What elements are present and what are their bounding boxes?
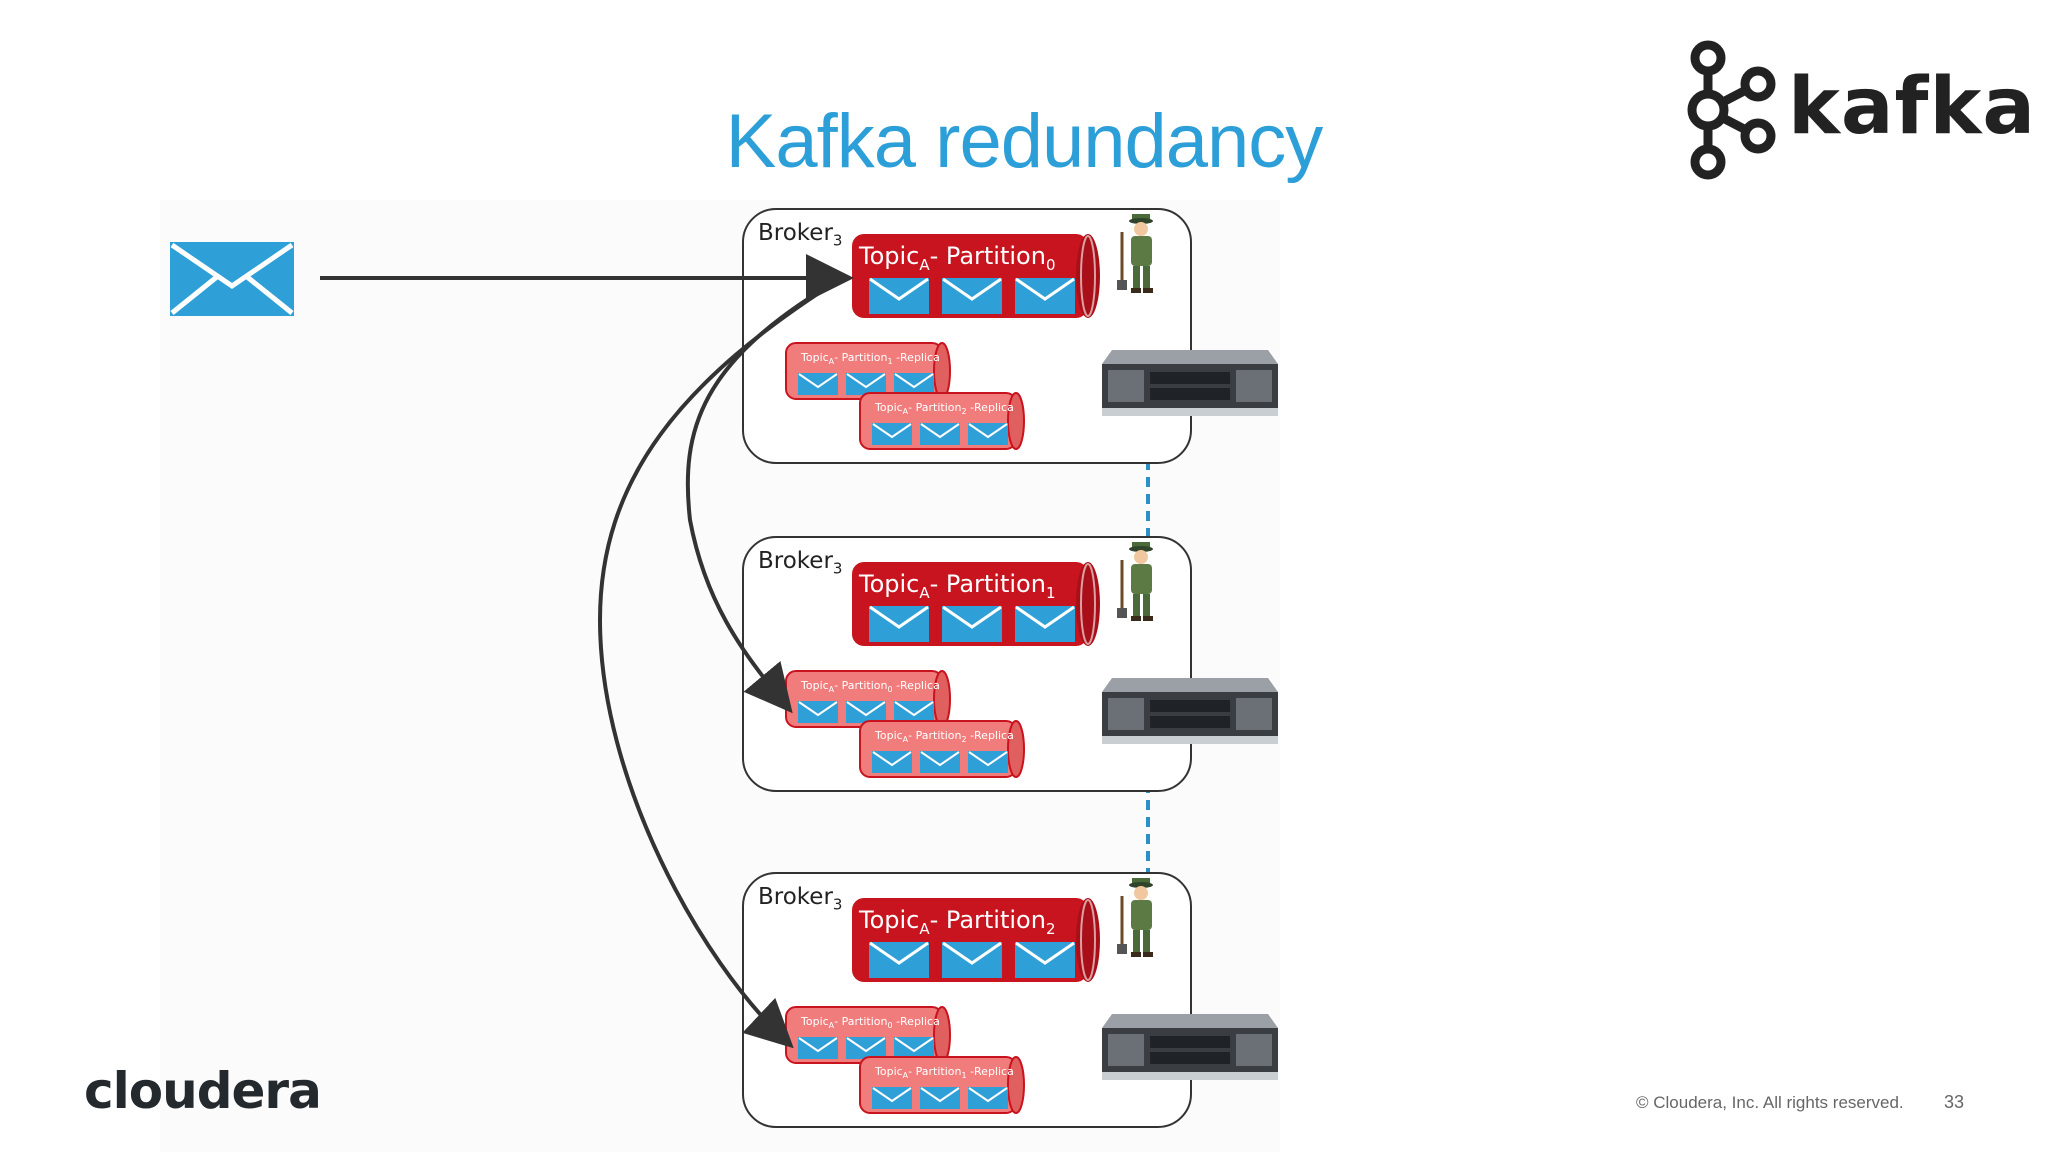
page-number: 33 (1944, 1092, 1965, 1112)
replica-label: TopicA- Partition2 -Replica (875, 401, 1014, 417)
replica-label: TopicA- Partition1 -Replica (801, 351, 940, 367)
replica-label: TopicA- Partition1 -Replica (875, 1065, 1014, 1081)
kafka-logo-icon (1687, 40, 1776, 180)
slide-title: Kafka redundancy (725, 99, 1324, 184)
broker-3: Broker3 TopicA- Partition2 TopicA- Parti… (742, 872, 1278, 1128)
partition-cylinder (852, 898, 1100, 982)
rack-server-icon (1102, 678, 1278, 744)
broker-1: Broker3 TopicA- Partition0 TopicA- Parti… (742, 208, 1278, 464)
broker-label: Broker3 (758, 548, 843, 578)
partition-cylinder (852, 234, 1100, 318)
replica-label: TopicA- Partition0 -Replica (801, 679, 940, 695)
rack-server-icon (1102, 1014, 1278, 1080)
producer-envelope-icon (170, 242, 294, 316)
partition-cylinder (852, 562, 1100, 646)
replica-label: TopicA- Partition2 -Replica (875, 729, 1014, 745)
replica-cylinder (859, 392, 1025, 450)
partition-envelopes (869, 941, 1075, 978)
replica-cylinder (859, 1056, 1025, 1114)
cloudera-logo: cloudera (84, 1062, 322, 1120)
partition-envelopes (869, 605, 1075, 642)
broker-label: Broker3 (758, 884, 843, 914)
partition-label: TopicA- Partition1 (859, 570, 1056, 602)
rack-server-icon (1102, 350, 1278, 416)
zookeeper-keeper-icon (1117, 542, 1153, 621)
partition-label: TopicA- Partition0 (859, 242, 1056, 274)
partition-envelopes (869, 277, 1075, 314)
replica-cylinder (859, 720, 1025, 778)
copyright-text: © Cloudera, Inc. All rights reserved. (1636, 1093, 1904, 1112)
zookeeper-keeper-icon (1117, 878, 1153, 957)
partition-label: TopicA- Partition2 (859, 906, 1056, 938)
replica-label: TopicA- Partition0 -Replica (801, 1015, 940, 1031)
broker-label: Broker3 (758, 220, 843, 250)
zookeeper-keeper-icon (1117, 214, 1153, 293)
broker-2: Broker3 TopicA- Partition1 TopicA- Parti… (742, 536, 1278, 792)
kafka-logo-text: kafka (1788, 62, 2036, 152)
